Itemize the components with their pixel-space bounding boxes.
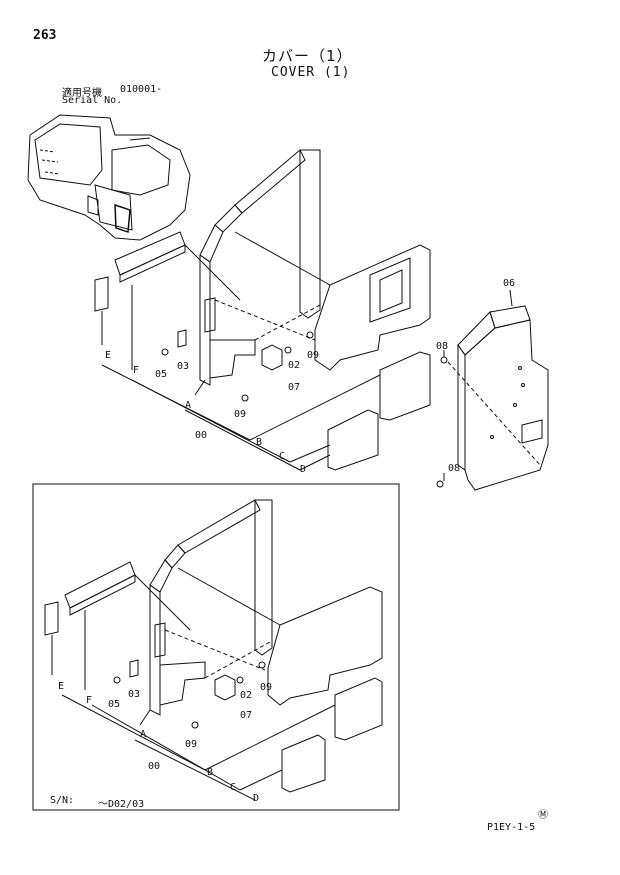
callout-09: 09 bbox=[260, 682, 272, 693]
callout-A: A bbox=[140, 729, 146, 740]
callout-07: 07 bbox=[240, 710, 252, 721]
variant-frame bbox=[32, 483, 400, 811]
reference-code: P1EY-1-5 bbox=[487, 822, 536, 833]
sn-range: ～D02/03 bbox=[98, 799, 145, 810]
serial-label-en: Serial No. bbox=[62, 95, 123, 106]
machine-thumbnail bbox=[27, 114, 191, 241]
right-callouts: 06 08 08 bbox=[436, 278, 515, 474]
serial-label-jp: 適用号機 bbox=[62, 88, 102, 99]
callout-08: 08 bbox=[436, 341, 448, 352]
callout-08: 08 bbox=[448, 463, 460, 474]
callout-C: C bbox=[230, 782, 236, 793]
callout-D: D bbox=[253, 793, 259, 804]
callout-03: 03 bbox=[128, 689, 140, 700]
serial-code: 010001- bbox=[120, 84, 163, 95]
callout-06: 06 bbox=[503, 278, 515, 289]
callout-A: A bbox=[185, 400, 191, 411]
callout-E: E bbox=[105, 350, 111, 361]
top-callouts: E F 05 03 A 00 09 B C D 02 07 09 bbox=[105, 350, 319, 475]
callout-03: 03 bbox=[177, 361, 189, 372]
top-assembly bbox=[94, 149, 431, 471]
callout-07: 07 bbox=[288, 382, 300, 393]
callout-00: 00 bbox=[195, 430, 207, 441]
callout-F: F bbox=[86, 695, 92, 706]
callout-02: 02 bbox=[240, 690, 252, 701]
page-number: 263 bbox=[33, 28, 57, 43]
sn-label: S/N: bbox=[50, 795, 75, 806]
callout-D: D bbox=[300, 464, 306, 475]
m-marker-icon: Ⓜ bbox=[538, 810, 548, 821]
callout-09: 09 bbox=[307, 350, 319, 361]
callout-02: 02 bbox=[288, 360, 300, 371]
callout-F: F bbox=[133, 365, 139, 376]
page-title-jp: カバー（1） bbox=[262, 47, 353, 65]
callout-B: B bbox=[256, 437, 262, 448]
bottom-assembly bbox=[44, 499, 383, 801]
callout-09: 09 bbox=[185, 739, 197, 750]
right-panel bbox=[436, 289, 549, 491]
callout-05: 05 bbox=[155, 369, 167, 380]
callout-05: 05 bbox=[108, 699, 120, 710]
callout-00: 00 bbox=[148, 761, 160, 772]
callout-B: B bbox=[207, 767, 213, 778]
page-title-en: COVER (1) bbox=[271, 65, 351, 80]
callout-E: E bbox=[58, 681, 64, 692]
callout-09: 09 bbox=[234, 409, 246, 420]
callout-C: C bbox=[279, 451, 285, 462]
bottom-callouts: E F 05 03 A 00 09 B C D 02 07 09 bbox=[58, 681, 272, 804]
